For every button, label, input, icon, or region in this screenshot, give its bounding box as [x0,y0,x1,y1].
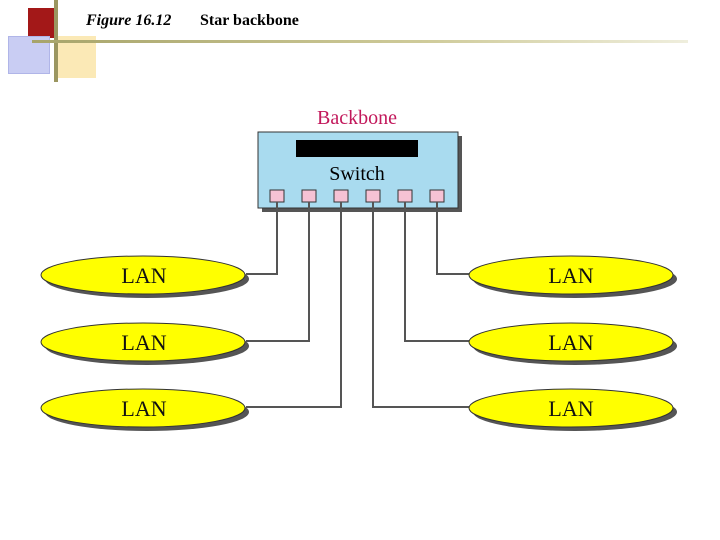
figure-title: Star backbone [200,12,299,29]
lan-right-2: LAN [468,322,674,362]
port-3 [333,189,349,203]
lan-label: LAN [548,396,593,421]
slide-decoration-red [28,8,54,38]
lan-left-1: LAN [40,255,246,295]
lan-label: LAN [121,330,166,355]
port-4 [365,189,381,203]
slide-decoration-horizontal-line [32,40,688,43]
figure-label: Figure 16.12 [86,12,172,29]
link-lan-right-2 [404,202,470,342]
lan-left-2: LAN [40,322,246,362]
lan-label: LAN [121,396,166,421]
slide-decoration-yellow [54,36,96,78]
backbone-label: Backbone [317,107,397,129]
lan-right-3: LAN [468,388,674,428]
link-lan-left-2 [246,202,310,342]
lan-label: LAN [121,263,166,288]
lan-label: LAN [548,330,593,355]
link-lan-left-1 [246,202,278,275]
port-1 [269,189,285,203]
lan-left-3: LAN [40,388,246,428]
lan-right-1: LAN [468,255,674,295]
link-lan-right-1 [436,202,470,275]
link-lan-right-3 [372,202,470,408]
port-2 [301,189,317,203]
port-5 [397,189,413,203]
switch-label: Switch [329,163,385,185]
link-lan-left-3 [246,202,342,408]
lan-label: LAN [548,263,593,288]
connection-lines [246,202,470,408]
port-6 [429,189,445,203]
switch-display-bar [296,140,418,157]
